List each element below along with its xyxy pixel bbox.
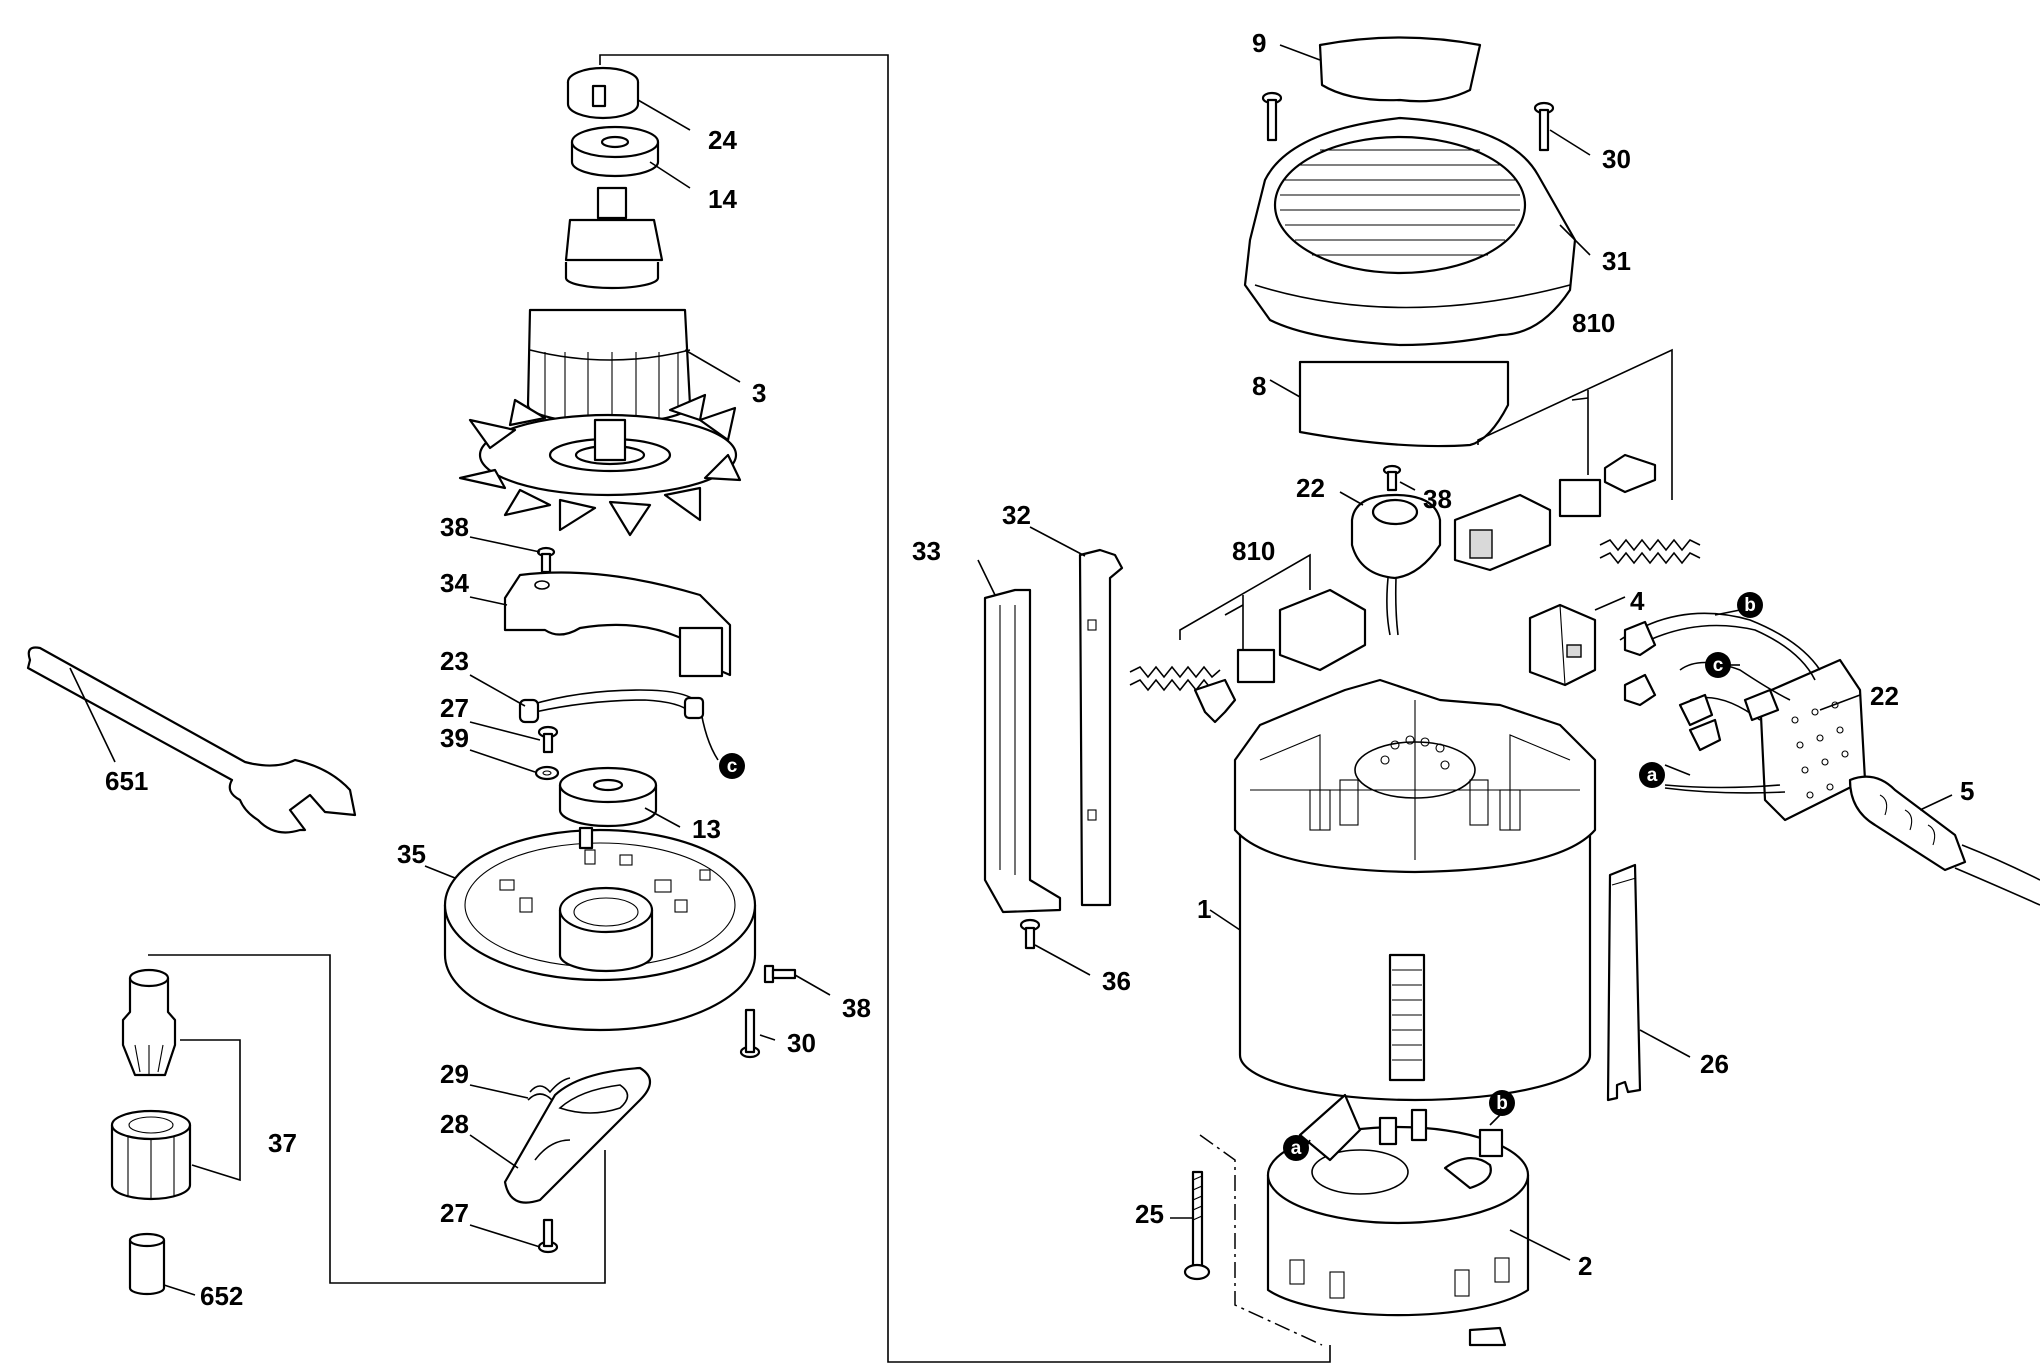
part-8-label-band [1298,360,1510,448]
label-2: 2 [1578,1251,1592,1281]
part-34-baffle [503,571,732,678]
label-810-left: 810 [1232,536,1275,566]
svg-text:a: a [1647,765,1658,786]
label-29: 29 [440,1059,469,1089]
label-28: 28 [440,1109,469,1139]
part-26-contact-plate [1606,863,1642,1102]
svg-text:b: b [1744,595,1756,616]
part-32-contact-strip [1078,548,1124,907]
label-36: 36 [1102,966,1131,996]
connection-markers: c b c a b a [719,592,1763,1161]
label-33: 33 [912,536,941,566]
part-33-bracket [983,588,1062,914]
marker-a-holder: a [1283,1135,1309,1161]
assembly-bracket-lines [148,54,1331,1363]
part-30-cap-screws [1261,91,1555,152]
label-38-fan: 38 [440,512,469,542]
part-29-spring [527,1077,571,1101]
label-8: 8 [1252,371,1266,401]
label-22-motor: 22 [1296,473,1325,503]
label-27-top: 27 [440,693,469,723]
label-4: 4 [1630,586,1645,616]
part-3-armature [458,186,742,537]
svg-text:c: c [1713,655,1724,676]
part-1-motor-housing [1233,678,1597,1102]
marker-c-wire: c [719,753,745,779]
part-37-collet-assembly [110,968,241,1201]
label-13: 13 [692,814,721,844]
part-number-labels: 24 14 3 38 34 23 27 39 13 35 38 30 29 28… [105,28,1974,1311]
label-30-cap: 30 [1602,144,1631,174]
part-810-brush-set-left [1129,553,1367,724]
part-30-screw-plate [739,1008,761,1059]
label-39: 39 [440,723,469,753]
label-31: 31 [1602,246,1631,276]
part-38-screw-brush [1382,464,1402,492]
part-35-end-plate [443,826,757,1032]
svg-text:b: b [1496,1093,1508,1114]
label-5: 5 [1960,776,1974,806]
svg-text:c: c [727,756,738,777]
part-38-screw [536,546,556,574]
label-30-plate: 30 [787,1028,816,1058]
part-2-brush-holder [1266,1093,1530,1347]
part-24-retaining-ring [566,66,640,120]
part-39-washer [534,765,560,781]
label-651: 651 [105,766,148,796]
part-14-bearing [570,125,660,178]
label-24: 24 [708,125,737,155]
label-26: 26 [1700,1049,1729,1079]
label-9: 9 [1252,28,1266,58]
label-37: 37 [268,1128,297,1158]
part-27-screw-bottom [537,1218,559,1254]
label-38-brush: 38 [1423,484,1452,514]
part-25-long-screw [1183,1134,1323,1346]
label-34: 34 [440,568,469,598]
label-27-bottom: 27 [440,1198,469,1228]
part-4-switch [1528,603,1597,687]
part-22-small-motor [1350,493,1442,636]
part-38-screw-plate [763,964,797,984]
part-9-label [1318,36,1482,103]
label-810-right: 810 [1572,308,1615,338]
marker-b-holder: b [1489,1090,1515,1116]
part-5-cable [1848,775,2040,906]
part-27-screw-top [537,725,559,754]
part-28-lever [503,1066,652,1204]
part-22-circuit-board [1619,612,1867,822]
label-32: 32 [1002,500,1031,530]
marker-b-wire: b [1737,592,1763,618]
part-31-motor-cap [1243,116,1577,347]
part-651-wrench [26,646,357,834]
label-3: 3 [752,378,766,408]
label-38-plate: 38 [842,993,871,1023]
label-25: 25 [1135,1199,1164,1229]
label-14: 14 [708,184,737,214]
leader-lines [69,44,1953,1296]
label-35: 35 [397,839,426,869]
marker-c-board: c [1705,652,1731,678]
part-36-screw [1019,918,1041,950]
part-652-collet [128,1232,166,1296]
label-1: 1 [1197,894,1211,924]
label-23: 23 [440,646,469,676]
label-22-board: 22 [1870,681,1899,711]
part-13-bearing [558,766,658,828]
svg-text:a: a [1291,1138,1302,1159]
part-810-brush-set-right [1453,348,1701,572]
label-652: 652 [200,1281,243,1311]
marker-a-wire: a [1639,762,1665,788]
